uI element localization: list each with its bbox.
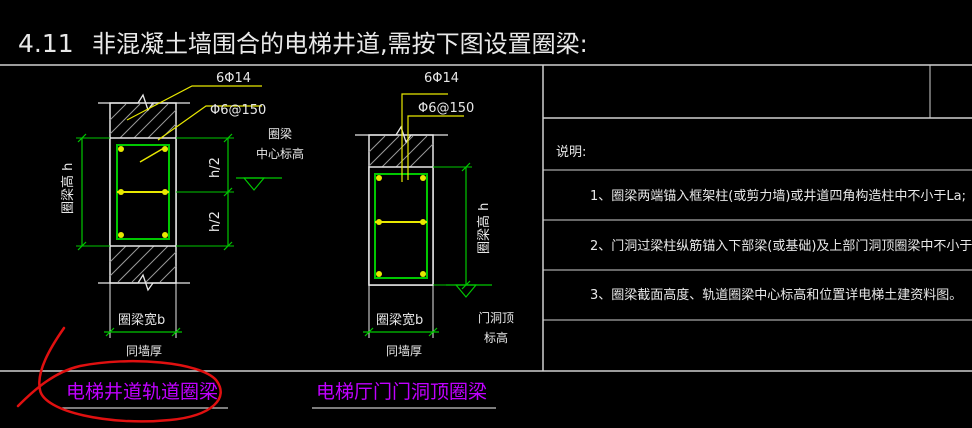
notes-panel: 说明: 1、圈梁两端锚入框架柱(或剪力墙)或井道四角构造柱中不小于La; 2、门… [543, 145, 972, 321]
red-highlight-circle [16, 326, 222, 423]
heading-text: 非混凝土墙围合的电梯井道,需按下图设置圈梁: [92, 30, 588, 58]
right-height-label: 圈梁高 h [476, 203, 492, 254]
note-item-2: 2、门洞过梁柱纵筋锚入下部梁(或基础)及上部门洞顶圈梁中不小于La; [590, 238, 972, 254]
left-half-bottom-label: h/2 [208, 211, 223, 232]
left-rebar-dot [162, 146, 168, 152]
notes-title: 说明: [556, 145, 586, 160]
note-item-3: 3、圈梁截面高度、轨道圈梁中心标高和位置详电梯土建资料图。 [590, 287, 962, 303]
left-rebar-dot [162, 232, 168, 238]
left-half-top-label: h/2 [208, 157, 223, 178]
right-stirrup-label: Φ6@150 [418, 101, 474, 116]
left-rebar-dot [118, 189, 124, 195]
right-beam-section [368, 166, 434, 286]
right-rebar-dot [420, 175, 426, 181]
heading-number: 4.11 [18, 29, 74, 58]
left-caption: 电梯井道轨道圈梁 [66, 381, 218, 403]
left-rebar-dot [118, 146, 124, 152]
right-rebar-dot [420, 219, 426, 225]
right-break-top [355, 125, 448, 144]
note-item-1: 1、圈梁两端锚入框架柱(或剪力墙)或井道四角构造柱中不小于La; [590, 188, 966, 204]
right-door-label-2: 标高 [484, 330, 508, 345]
left-hook [139, 147, 165, 163]
left-width-label: 圈梁宽b [118, 312, 165, 328]
left-height-label: 圈梁高 h [60, 163, 76, 214]
right-door-label-1: 门洞顶 [478, 310, 514, 325]
left-break-bottom [98, 273, 190, 292]
right-detail: 6Φ14 Φ6@150 圈梁高 h 门洞顶 标高 圈梁宽b 同墙厚 [355, 71, 514, 358]
left-center-label-1: 圈梁 [268, 126, 292, 141]
left-center-label-2: 中心标高 [256, 146, 304, 161]
left-leader-stirrup [157, 105, 262, 141]
left-wall-label: 同墙厚 [126, 344, 162, 358]
left-detail: 6Φ14 Φ6@150 圈梁高 h h/2 h/2 圈梁 中心标高 圈梁宽b 同… [60, 71, 304, 358]
right-stirrup [374, 173, 428, 279]
left-rebar-dot [118, 232, 124, 238]
right-rebar-dot [376, 271, 382, 277]
left-rebar-label: 6Φ14 [216, 71, 251, 86]
right-rebar-dot [420, 271, 426, 277]
right-rebar-dot [376, 219, 382, 225]
left-rebar-dot [162, 189, 168, 195]
right-width-label: 圈梁宽b [376, 312, 423, 328]
right-rebar-dot [376, 175, 382, 181]
left-leader-rebar [126, 85, 262, 121]
left-elevation-triangle [242, 177, 266, 191]
right-wall-label: 同墙厚 [386, 344, 422, 358]
right-leader-stirrup [407, 115, 464, 180]
right-caption: 电梯厅门门洞顶圈梁 [316, 381, 487, 403]
left-stirrup-label: Φ6@150 [210, 103, 266, 118]
right-elevation-triangle [454, 284, 478, 298]
right-rebar-label: 6Φ14 [424, 71, 459, 86]
right-leader-rebar [401, 93, 448, 182]
